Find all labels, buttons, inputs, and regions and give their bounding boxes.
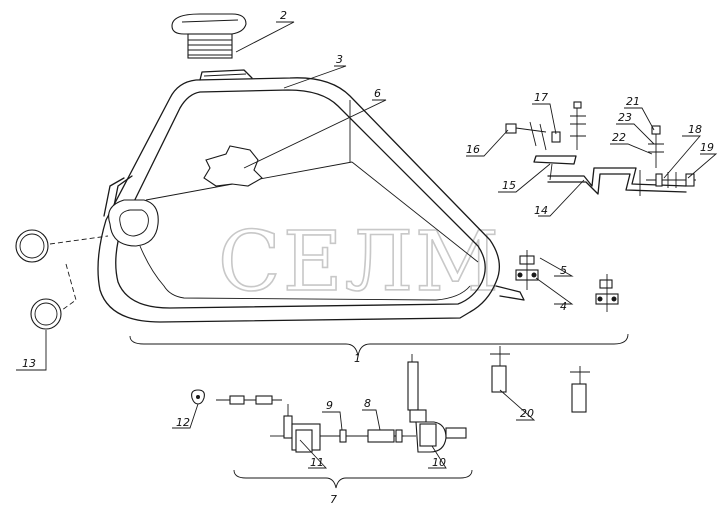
callout-9: 9	[326, 399, 333, 412]
callout-13: 13	[22, 357, 36, 370]
callout-3: 3	[336, 53, 343, 66]
watermark-text: СЕЛМ	[218, 215, 501, 310]
filler-cap	[171, 13, 247, 59]
callout-21: 21	[626, 95, 640, 108]
callout-12: 12	[176, 416, 190, 429]
callout-22: 22	[612, 131, 626, 144]
callout-11: 11	[310, 456, 324, 469]
callout-6: 6	[374, 87, 381, 100]
callout-23: 23	[618, 111, 632, 124]
brace-assembly-1	[129, 333, 629, 357]
callout-18: 18	[688, 123, 702, 136]
fuel-line-assembly	[191, 354, 467, 453]
tank-emblem	[203, 145, 263, 187]
callout-8: 8	[364, 397, 371, 410]
mounting-studs	[490, 346, 590, 413]
callout-17: 17	[534, 91, 548, 104]
rubber-bumpers	[15, 229, 109, 330]
rear-mounts	[495, 250, 619, 312]
callout-10: 10	[432, 456, 446, 469]
callout-labels: 1 2 3 4 5 6 7 8 9 10 11 12 13 14 15 16 1…	[22, 9, 714, 506]
callout-2: 2	[280, 9, 287, 22]
callout-5: 5	[560, 264, 567, 277]
callout-1: 1	[354, 352, 361, 365]
front-cushion	[108, 199, 159, 247]
tank-bracket-assembly	[505, 101, 696, 196]
callout-16: 16	[466, 143, 480, 156]
callout-19: 19	[700, 141, 714, 154]
callout-4: 4	[560, 300, 567, 313]
brace-assembly-7	[233, 469, 473, 489]
callout-20: 20	[520, 407, 534, 420]
callout-15: 15	[502, 179, 516, 192]
leader-lines	[16, 21, 718, 469]
callout-14: 14	[534, 204, 548, 217]
callout-7: 7	[330, 493, 337, 506]
